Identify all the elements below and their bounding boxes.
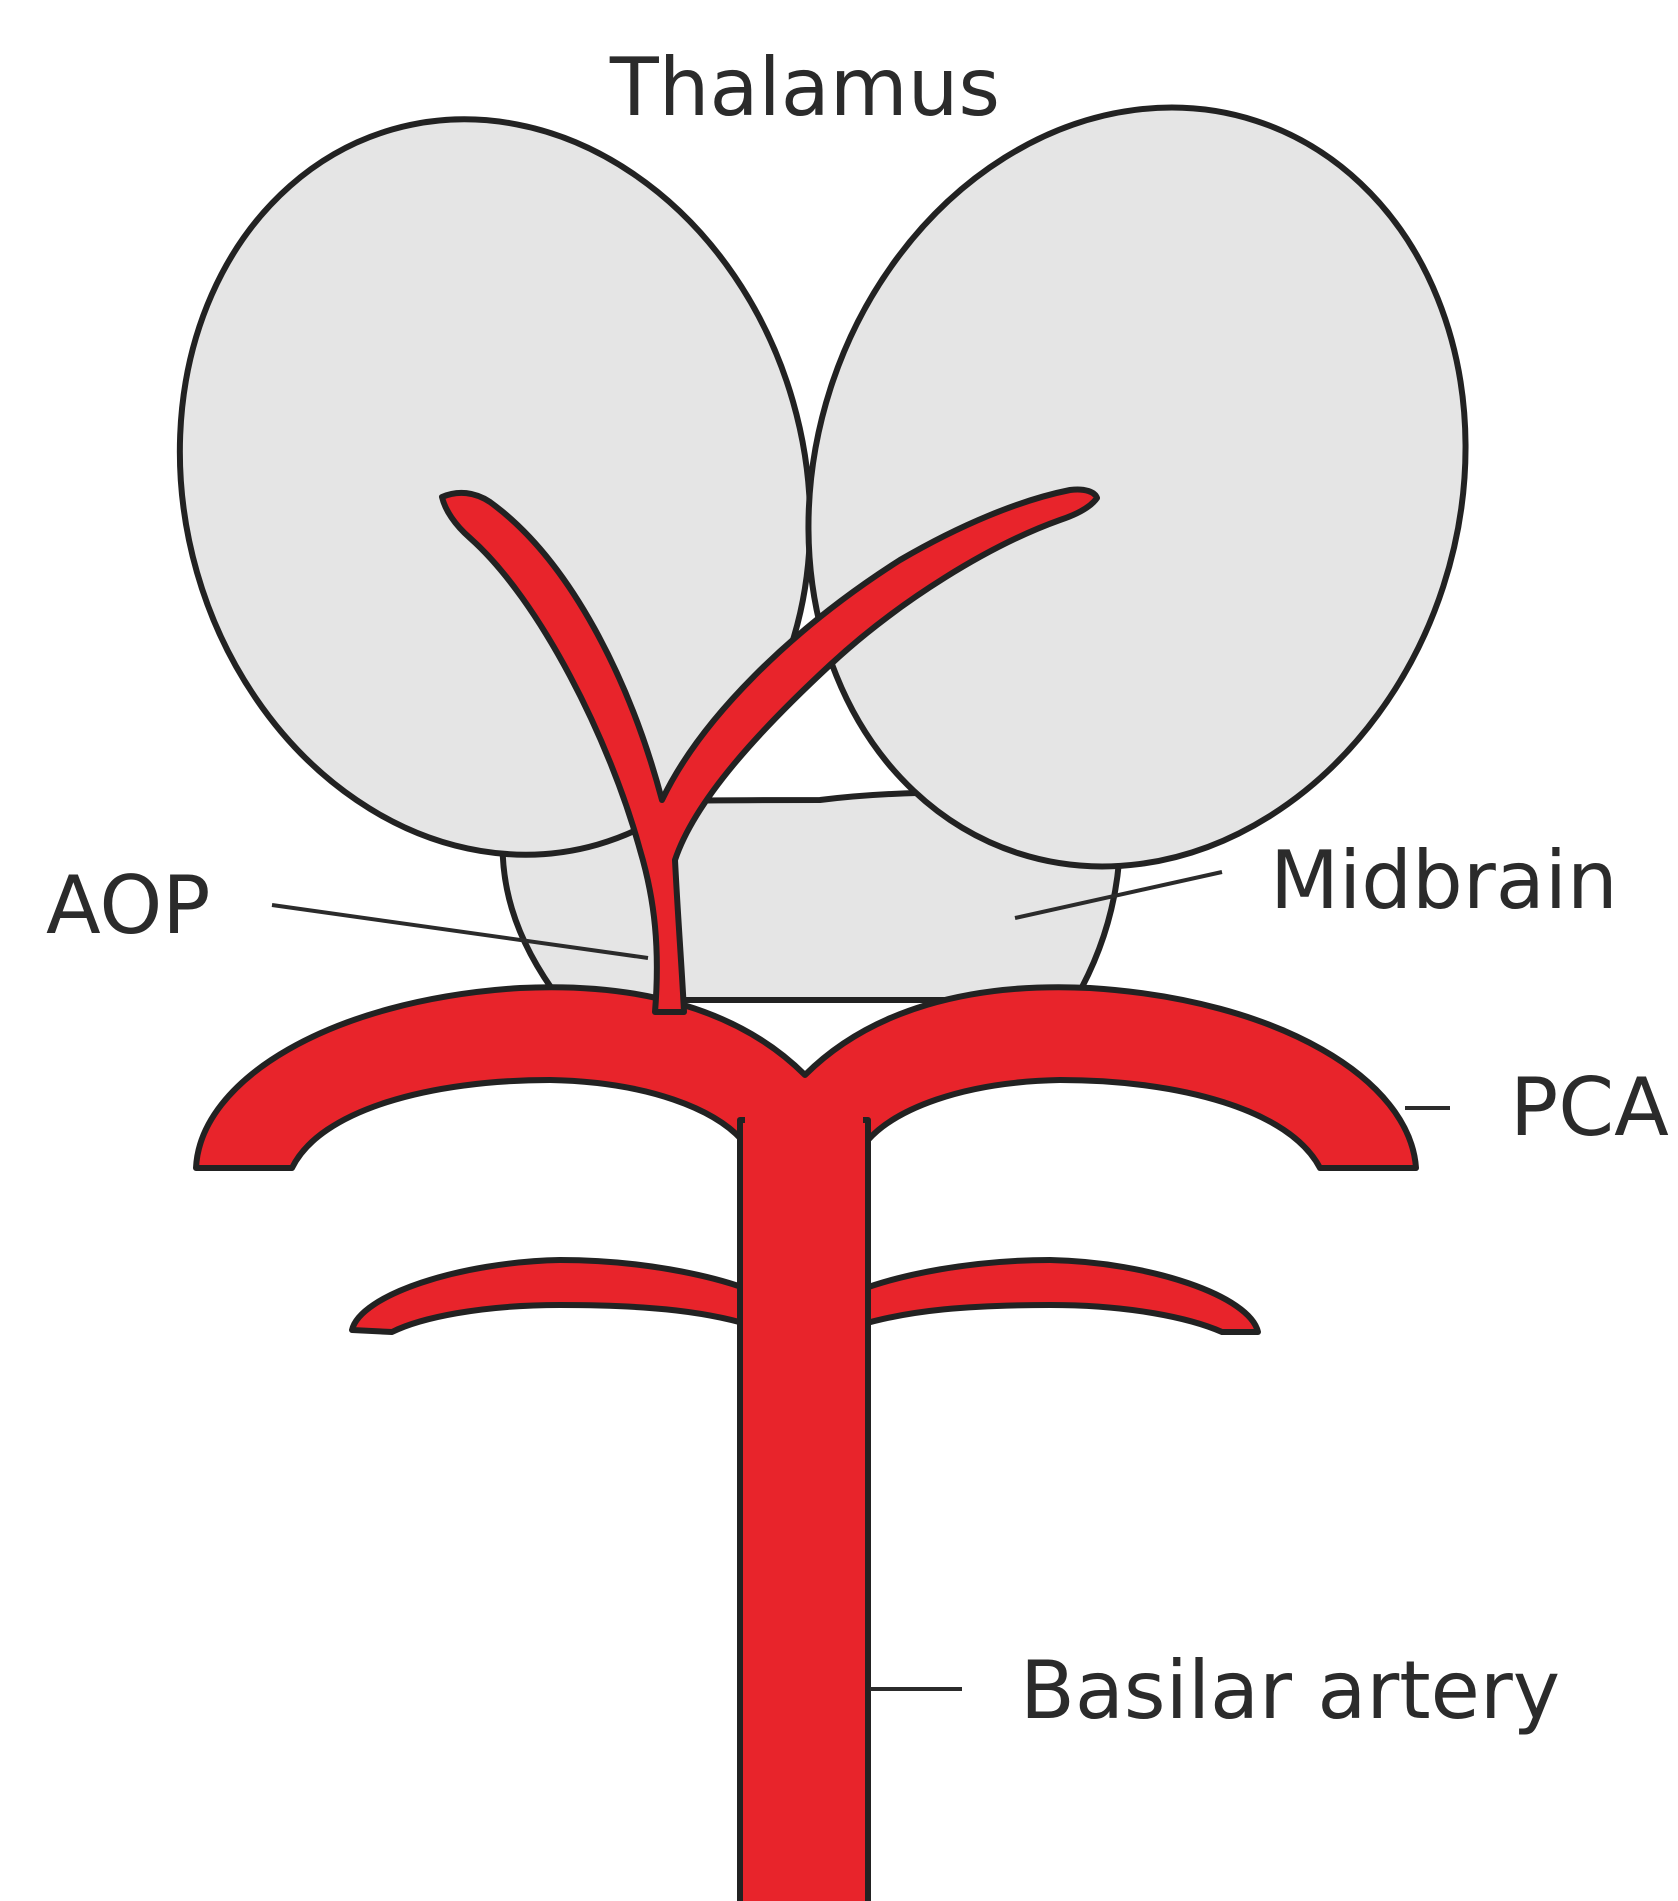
midbrain-label: Midbrain — [1270, 834, 1618, 927]
pca-label: PCA — [1510, 1061, 1669, 1154]
basilar-artery — [740, 1120, 868, 1901]
aop-label: AOP — [46, 859, 211, 952]
left-lower-branch — [352, 1260, 750, 1332]
right-lower-branch — [860, 1260, 1258, 1332]
thalamus-label: Thalamus — [609, 41, 1000, 134]
basilar-artery-label: Basilar artery — [1020, 1644, 1560, 1737]
